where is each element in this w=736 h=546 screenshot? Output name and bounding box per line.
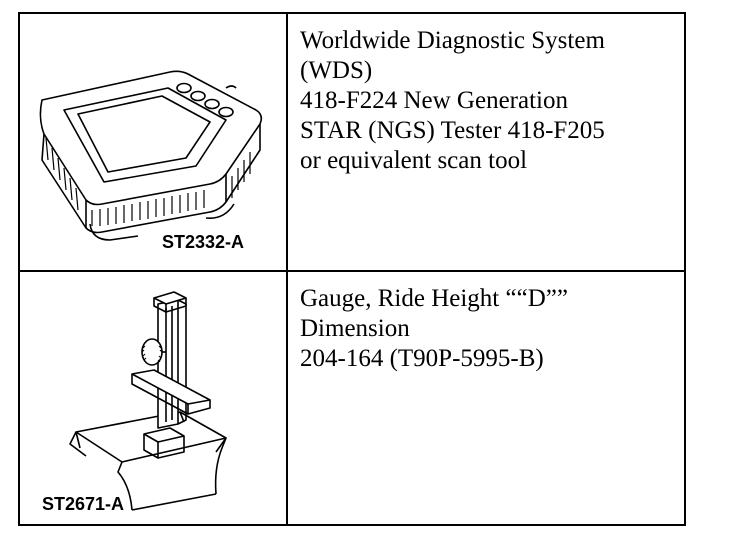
tool-description-cell: Gauge, Ride Height ““D”” Dimension 204-1… bbox=[288, 272, 684, 524]
tool-image-cell: ST2671-A bbox=[20, 272, 288, 524]
ride-height-gauge-icon bbox=[69, 291, 227, 511]
tool-name-line: (WDS) bbox=[300, 57, 373, 84]
tool-number-line: STAR (NGS) Tester 418-F205 bbox=[300, 117, 605, 144]
tool-number-line: 204-164 (T90P-5995-B) bbox=[300, 345, 544, 372]
tool-image-cell: ST2332-A bbox=[20, 14, 288, 270]
tool-name-line: Gauge, Ride Height ““D”” bbox=[300, 285, 568, 312]
tool-name-line: Dimension bbox=[300, 315, 410, 342]
illustration-caption: ST2332-A bbox=[162, 232, 245, 252]
tool-number-line: 418-F224 New Generation bbox=[300, 87, 568, 114]
table-row: ST2671-A Gauge, Ride Height ““D”” Dimens… bbox=[20, 272, 684, 524]
tool-description-cell: Worldwide Diagnostic System (WDS) 418-F2… bbox=[288, 14, 684, 270]
special-tools-table: ST2332-A Worldwide Diagnostic System (WD… bbox=[18, 12, 686, 526]
tool-name-line: Worldwide Diagnostic System bbox=[300, 27, 605, 54]
diagnostic-scan-tool-icon bbox=[39, 70, 263, 241]
illustration-caption: ST2671-A bbox=[42, 494, 125, 514]
table-row: ST2332-A Worldwide Diagnostic System (WD… bbox=[20, 14, 684, 272]
tool-note-line: or equivalent scan tool bbox=[300, 147, 528, 174]
